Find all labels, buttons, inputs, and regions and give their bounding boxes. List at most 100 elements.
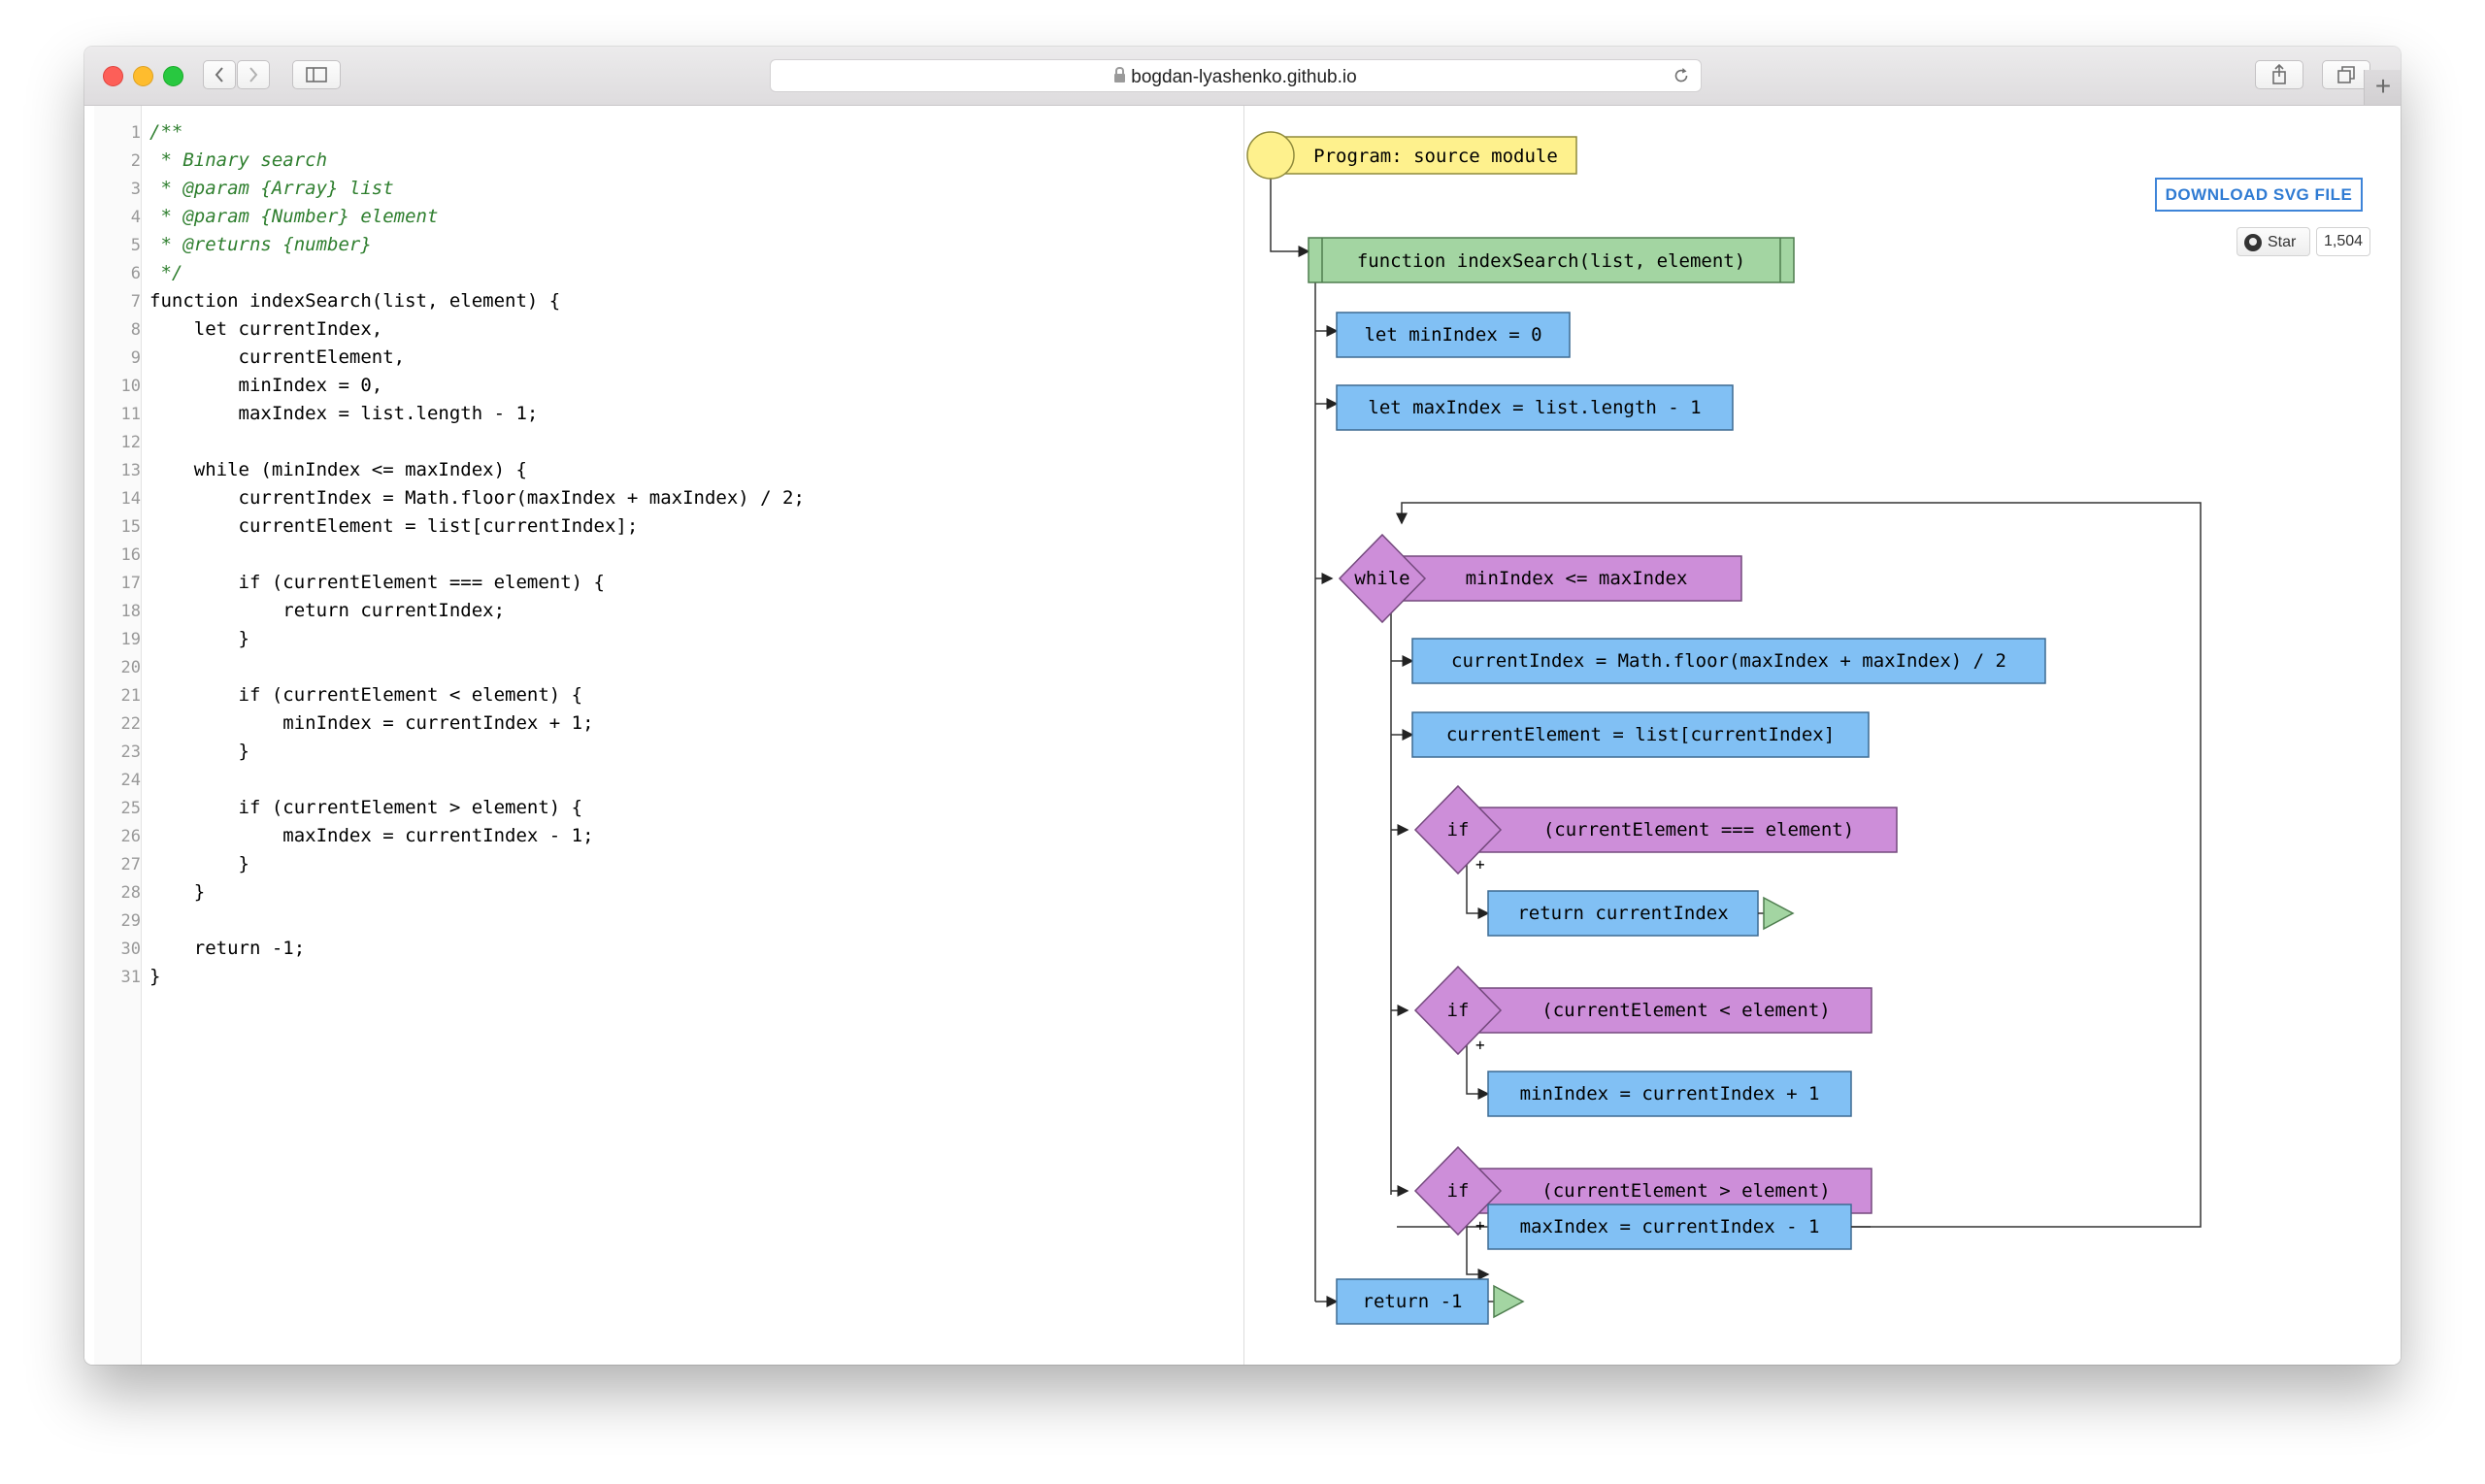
line-number: 22 — [120, 714, 141, 734]
if3-condition: (currentElement > element) — [1541, 1180, 1830, 1202]
program-node: Program: source module — [1246, 131, 1577, 180]
function-label: function indexSearch(list, element) — [1357, 250, 1745, 272]
line-number: 19 — [120, 630, 141, 649]
if2-body-label: minIndex = currentIndex + 1 — [1520, 1083, 1820, 1105]
if2-node: if (currentElement < element) + — [1413, 965, 1872, 1056]
true-branch-sign: + — [1475, 1036, 1485, 1054]
code-line: minIndex = currentIndex + 1; — [149, 712, 594, 734]
line-number: 23 — [120, 742, 141, 762]
star-count[interactable]: 1,504 — [2316, 227, 2370, 256]
true-branch-sign: + — [1475, 855, 1485, 874]
code-line: } — [149, 628, 249, 649]
new-tab-button[interactable]: + — [2364, 70, 2401, 105]
code-line: currentElement, — [149, 346, 406, 368]
function-node: function indexSearch(list, element) — [1308, 237, 1795, 283]
return-final-label: return -1 — [1363, 1291, 1463, 1312]
page-content: 1 2 3 4 5 6 7 8 9 10 11 12 13 14 15 16 1… — [84, 106, 2401, 1365]
while-node: while minIndex <= maxIndex — [1338, 533, 1742, 624]
tabs-overview-button[interactable] — [2322, 60, 2370, 89]
reload-icon[interactable] — [1672, 66, 1691, 85]
code-line: } — [149, 741, 249, 762]
flowchart-connectors — [1270, 156, 2202, 1307]
zoom-window-button[interactable] — [163, 66, 183, 86]
line-number: 11 — [120, 405, 141, 424]
line-number: 9 — [130, 348, 141, 368]
code-line: if (currentElement === element) { — [149, 572, 606, 593]
return-end-icon — [1493, 1284, 1525, 1319]
while-condition: minIndex <= maxIndex — [1466, 568, 1688, 589]
code-line: maxIndex = list.length - 1; — [149, 403, 539, 424]
code-line: */ — [149, 262, 183, 283]
sidebar-icon — [306, 67, 327, 82]
code-line: } — [149, 881, 206, 903]
if2-condition: (currentElement < element) — [1541, 1000, 1830, 1021]
tabs-icon — [2337, 66, 2355, 83]
if3-body-label: maxIndex = currentIndex - 1 — [1520, 1216, 1820, 1237]
address-bar[interactable]: bogdan-lyashenko.github.io — [770, 59, 1702, 92]
code-line: function indexSearch(list, element) { — [149, 290, 561, 312]
github-star-button[interactable]: Star — [2236, 227, 2310, 256]
line-number: 5 — [130, 236, 141, 255]
code-line: * @param {Number} element — [149, 206, 439, 227]
close-window-button[interactable] — [103, 66, 123, 86]
if1-body-label: return currentIndex — [1517, 903, 1728, 924]
line-number: 20 — [120, 658, 141, 677]
flowchart: Program: source module function indexSea… — [1246, 131, 2202, 1325]
let-max-node: let maxIndex = list.length - 1 — [1336, 384, 1734, 431]
line-number: 27 — [120, 855, 141, 874]
code-line: currentElement = list[currentIndex]; — [149, 515, 639, 537]
line-number: 6 — [130, 264, 141, 283]
minimize-window-button[interactable] — [133, 66, 153, 86]
title-bar: bogdan-lyashenko.github.io — [84, 47, 2401, 106]
program-label: Program: source module — [1313, 146, 1558, 167]
code-line: if (currentElement < element) { — [149, 684, 583, 706]
line-number: 1 — [130, 123, 141, 143]
code-line: while (minIndex <= maxIndex) { — [149, 459, 527, 480]
if1-body-node: return currentIndex — [1487, 890, 1795, 937]
let-min-label: let minIndex = 0 — [1364, 324, 1541, 346]
line-number: 13 — [120, 461, 141, 480]
if2-body-node: minIndex = currentIndex + 1 — [1487, 1071, 1852, 1117]
lock-icon — [1114, 67, 1126, 82]
back-button[interactable] — [203, 60, 236, 89]
if-keyword: if — [1447, 1000, 1470, 1021]
line-number: 7 — [130, 292, 141, 312]
share-icon — [2272, 63, 2286, 84]
code-line: return currentIndex; — [149, 600, 506, 621]
line-number: 28 — [120, 883, 141, 903]
share-button[interactable] — [2255, 60, 2303, 89]
code-line: minIndex = 0, — [149, 375, 383, 396]
browser-window: bogdan-lyashenko.github.io + 1 2 3 4 5 6… — [84, 47, 2401, 1365]
line-number: 3 — [130, 180, 141, 199]
download-svg-button[interactable]: DOWNLOAD SVG FILE — [2155, 178, 2363, 212]
forward-button[interactable] — [237, 60, 270, 89]
assign-element-label: currentElement = list[currentIndex] — [1446, 724, 1835, 745]
line-number: 21 — [120, 686, 141, 706]
sidebar-toggle-button[interactable] — [292, 60, 341, 89]
line-number: 8 — [130, 320, 141, 340]
github-icon — [2244, 234, 2262, 251]
line-number: 4 — [130, 208, 141, 227]
line-number: 10 — [120, 377, 141, 396]
line-number: 24 — [120, 771, 141, 790]
code-line: * Binary search — [149, 149, 328, 171]
if1-condition: (currentElement === element) — [1543, 819, 1854, 841]
if1-node: if (currentElement === element) + — [1413, 784, 1898, 875]
line-number-gutter: 1 2 3 4 5 6 7 8 9 10 11 12 13 14 15 16 1… — [94, 106, 142, 1365]
line-number: 25 — [120, 799, 141, 818]
if3-body-node: maxIndex = currentIndex - 1 — [1487, 1204, 1871, 1250]
line-number: 12 — [120, 433, 141, 452]
plus-icon: + — [2374, 71, 2392, 101]
return-final-node: return -1 — [1336, 1278, 1525, 1325]
let-max-label: let maxIndex = list.length - 1 — [1368, 397, 1701, 418]
if-keyword: if — [1447, 819, 1470, 841]
code-line: if (currentElement > element) { — [149, 797, 583, 818]
line-number: 26 — [120, 827, 141, 846]
chevron-left-icon — [215, 67, 223, 82]
true-branch-sign: + — [1475, 1216, 1485, 1235]
code-line: } — [149, 853, 249, 874]
line-number: 31 — [120, 968, 141, 987]
line-number: 15 — [120, 517, 141, 537]
code-editor[interactable]: 1 2 3 4 5 6 7 8 9 10 11 12 13 14 15 16 1… — [84, 106, 1244, 1365]
chevron-right-icon — [249, 67, 258, 82]
